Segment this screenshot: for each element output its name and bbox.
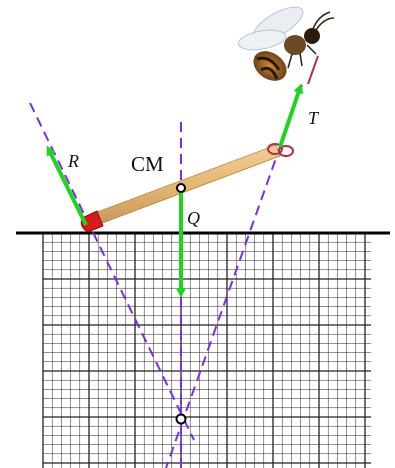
match-head [80, 210, 104, 233]
concurrency-point [175, 413, 187, 425]
label-t: T [308, 108, 320, 128]
measurement-grid [42, 232, 371, 468]
thread [267, 55, 319, 157]
force-arrow-r [46, 145, 88, 226]
label-q: Q [187, 208, 200, 228]
force-arrow-t [278, 83, 304, 148]
force-arrows [46, 83, 304, 298]
label-cm: CM [131, 152, 164, 176]
bee-icon [237, 6, 335, 81]
match-stick [80, 144, 281, 233]
label-r: R [67, 151, 79, 171]
line-of-action-r [29, 102, 195, 441]
thread-loop [267, 143, 283, 155]
thread-line [307, 55, 319, 85]
center-of-mass-point [176, 183, 186, 193]
